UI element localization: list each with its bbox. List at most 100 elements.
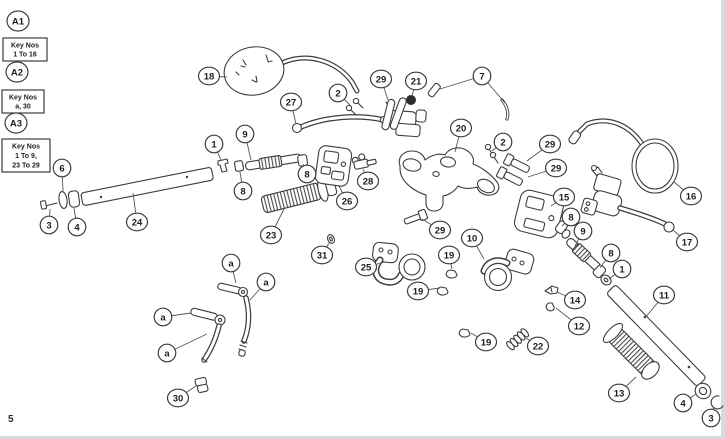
callout-11-label: 11 <box>659 290 670 301</box>
callout-14-label: 14 <box>570 295 581 306</box>
callout-19: 19 <box>470 332 498 352</box>
callout-3-label: 3 <box>46 220 51 231</box>
callout-25-bubble <box>354 257 378 277</box>
callout-a: a <box>249 272 276 301</box>
callout-9-bubble <box>235 124 255 144</box>
callout-14: 14 <box>556 290 587 310</box>
part-7-rod <box>427 82 510 121</box>
callout-31: 31 <box>310 242 334 265</box>
callout-1: 1 <box>204 134 224 161</box>
callout-25-label: 25 <box>361 262 372 273</box>
callout-14-bubble <box>563 290 587 310</box>
callout-24-bubble <box>125 212 149 232</box>
callout-13-label: 13 <box>614 388 625 399</box>
callout-13: 13 <box>607 376 637 403</box>
page-number: 5 <box>8 414 14 425</box>
part-29-bolt-mid <box>403 208 429 225</box>
key-ref-a3-box-line3: 23 To 29 <box>12 163 40 170</box>
key-ref-a2: A2 Key Nos a, 30 <box>1 61 45 114</box>
callout-30-bubble <box>166 388 190 408</box>
part-9-adjuster-rod-left <box>245 153 302 171</box>
callout-9-label: 9 <box>580 226 585 237</box>
callout-12: 12 <box>555 307 591 336</box>
callout-27: 27 <box>279 92 303 125</box>
part-27-clutch-lever <box>291 101 427 138</box>
callout-15-label: 15 <box>559 192 570 203</box>
key-ref-a2-box <box>1 89 45 114</box>
callout-2-label: 2 <box>500 137 505 148</box>
callout-4: 4 <box>67 207 87 237</box>
part-31-ring <box>326 234 336 244</box>
callout-7: 7 <box>439 66 506 104</box>
part-29-paddles <box>381 97 407 131</box>
callout-2: 2 <box>328 83 351 106</box>
callout-9: 9 <box>235 124 255 161</box>
bottom-edge-band <box>0 436 726 439</box>
callout-26-label: 26 <box>342 196 353 207</box>
callout-18: 18 <box>197 66 228 86</box>
callout-1-label: 1 <box>619 264 625 275</box>
callout-17: 17 <box>672 229 699 252</box>
key-ref-a1-bubble <box>6 10 30 32</box>
part-26-left-switch-housing <box>314 145 353 187</box>
key-ref-a1: A1 Key Nos 1 To 16 <box>2 10 48 62</box>
callout-20: 20 <box>449 118 473 153</box>
callout-8-bubble <box>233 181 253 201</box>
callout-a-bubble <box>153 307 173 327</box>
callout-a: a <box>157 333 208 363</box>
callout-8: 8 <box>561 207 581 227</box>
part-21-grommet <box>406 95 416 105</box>
callout-16-bubble <box>679 186 703 206</box>
part-3-circlip-right <box>710 395 724 410</box>
callout-8-label: 8 <box>304 169 309 180</box>
key-ref-a3-bubble <box>4 112 28 134</box>
callout-29-bubble <box>544 158 568 178</box>
callout-a-label: a <box>164 348 170 359</box>
callout-12-bubble <box>567 316 591 336</box>
callout-22-bubble <box>526 336 550 356</box>
key-ref-a3-box <box>1 138 51 173</box>
callout-a-label: a <box>263 277 269 288</box>
part-8-bush-right-b <box>592 264 607 279</box>
part-a-linkages <box>190 282 252 363</box>
key-ref-a1-box <box>2 37 48 62</box>
callout-15: 15 <box>550 187 576 207</box>
callout-10-bubble <box>460 228 484 248</box>
callout-16-label: 16 <box>686 191 697 202</box>
callout-8-label: 8 <box>240 186 245 197</box>
callout-6-bubble <box>52 158 72 178</box>
callout-19-label: 19 <box>413 286 424 297</box>
part-13-right-grip <box>602 322 660 380</box>
callout-29-label: 29 <box>376 74 387 85</box>
callout-19-bubble <box>406 281 430 301</box>
callout-3-bubble <box>39 215 59 235</box>
callout-29-bubble <box>369 69 393 89</box>
callout-a-bubble <box>256 272 276 292</box>
callout-3: 3 <box>701 406 721 428</box>
part-3-screw-left <box>39 200 58 210</box>
callout-29-label: 29 <box>551 163 562 174</box>
callout-29: 29 <box>369 69 393 101</box>
callout-7-bubble <box>472 66 492 86</box>
callout-8-bubble <box>601 243 621 263</box>
callout-19-label: 19 <box>444 250 455 261</box>
callout-21-label: 21 <box>411 76 422 87</box>
callout-21: 21 <box>404 71 428 97</box>
callout-2-bubble <box>328 83 348 103</box>
part-25-holder-left <box>372 241 426 286</box>
callout-29-label: 29 <box>545 139 556 150</box>
callout-13-bubble <box>607 383 631 403</box>
callout-26-bubble <box>335 191 359 211</box>
part-2-screws-right <box>484 143 499 164</box>
part-1-clip-left <box>217 158 229 173</box>
part-6-washer-left <box>58 191 68 209</box>
callout-4-bubble <box>67 217 87 237</box>
part-2-screws-top <box>345 97 364 116</box>
callout-10: 10 <box>460 228 485 260</box>
callout-23-bubble <box>259 225 283 245</box>
part-18-left-mirror <box>223 46 360 96</box>
key-ref-a3-box-line1: Key Nos <box>12 144 40 151</box>
callout-22: 22 <box>525 336 550 356</box>
